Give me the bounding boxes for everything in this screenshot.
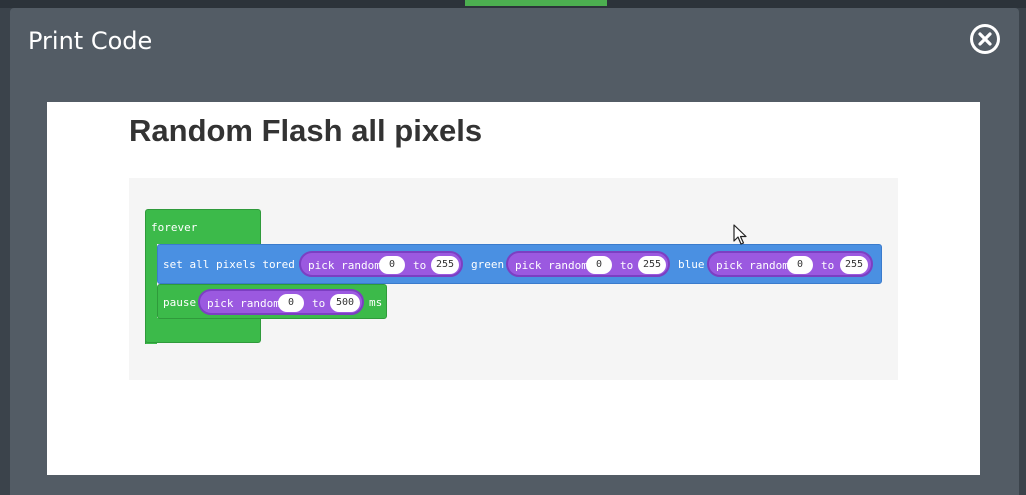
pause-label: pause [163, 296, 197, 309]
random-from-input[interactable]: 0 [586, 256, 612, 274]
blue-label: blue [678, 258, 705, 271]
background-editor [0, 0, 1026, 8]
pick-random-label: pick random [515, 259, 588, 272]
pick-random-label: pick random [716, 259, 789, 272]
random-to-input[interactable]: 255 [840, 256, 868, 274]
random-to-input[interactable]: 255 [431, 256, 459, 274]
to-label: to [620, 259, 634, 272]
random-from-input[interactable]: 0 [787, 256, 813, 274]
set-all-pixels-block: set all pixels to red pick random 0 to 2… [157, 244, 882, 284]
pause-block: pause pick random 0 to 500 ms [157, 284, 387, 319]
script-title: Random Flash all pixels [129, 113, 483, 148]
mouse-pointer-icon [733, 224, 747, 245]
green-label: green [471, 258, 505, 271]
to-label: to [413, 259, 427, 272]
pick-random-label: pick random [207, 297, 280, 310]
red-label: red [275, 258, 295, 271]
background-button [465, 0, 607, 6]
print-code-dialog: Print Code Random Flash all pixels forev… [10, 8, 1019, 495]
close-button[interactable] [970, 24, 1000, 54]
pick-random-label: pick random [308, 259, 381, 272]
to-label: to [312, 297, 326, 310]
to-label: to [821, 259, 835, 272]
green-pick-random-block: pick random 0 to 255 [506, 251, 670, 277]
ms-label: ms [369, 296, 383, 309]
set-all-label: set all pixels to [163, 258, 276, 271]
blue-pick-random-block: pick random 0 to 255 [707, 251, 873, 277]
random-to-input[interactable]: 255 [638, 256, 666, 274]
pause-pick-random-block: pick random 0 to 500 [198, 289, 364, 315]
forever-block-bottom [145, 318, 261, 343]
dialog-title: Print Code [28, 27, 153, 55]
random-from-input[interactable]: 0 [379, 256, 405, 274]
print-preview: Random Flash all pixels forever set all … [47, 102, 980, 475]
red-pick-random-block: pick random 0 to 255 [299, 251, 463, 277]
forever-block [145, 209, 261, 244]
random-to-input[interactable]: 500 [330, 294, 360, 312]
random-from-input[interactable]: 0 [278, 294, 304, 312]
close-icon [973, 27, 997, 51]
forever-label: forever [151, 221, 198, 234]
code-blocks-area: forever set all pixels to red pick rando… [129, 178, 898, 380]
